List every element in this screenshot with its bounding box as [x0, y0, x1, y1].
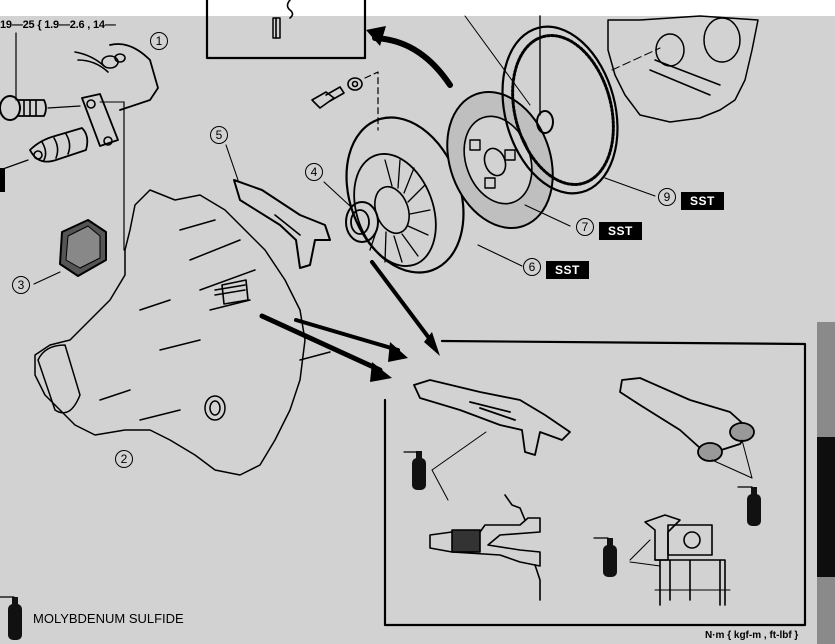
- callout-4: 4: [305, 163, 323, 181]
- grease-can-icon: [403, 451, 426, 490]
- torque-spec: 19—25 { 1.9—2.6 , 14—: [0, 19, 116, 31]
- callout-5: 5: [210, 126, 228, 144]
- sst-label-9: SST: [681, 192, 724, 210]
- legend-text: MOLYBDENUM SULFIDE: [33, 611, 184, 626]
- flywheel: [464, 15, 656, 197]
- transaxle: [34, 189, 331, 476]
- sst-label-6: SST: [546, 261, 589, 279]
- callout-1: 1: [150, 32, 168, 50]
- units-label: N·m { kgf-m , ft-lbf }: [705, 630, 799, 641]
- grease-can-icon: [737, 486, 761, 526]
- release-cylinder: [74, 43, 159, 251]
- release-bearing: [323, 181, 379, 243]
- inset-fork-a: [413, 379, 571, 501]
- clutch-cover: [345, 116, 523, 274]
- service-cover: [33, 219, 107, 285]
- callout-2: 2: [115, 450, 133, 468]
- curved-arrow: [366, 26, 453, 88]
- callout-6: 6: [523, 258, 541, 276]
- inset-fork-b: [619, 377, 755, 479]
- callout-9: 9: [658, 188, 676, 206]
- inset-bearing-section-a: [429, 494, 541, 601]
- sst-label-7: SST: [599, 222, 642, 240]
- top-inset-box: [205, 0, 367, 60]
- inset-arrows: [259, 260, 440, 382]
- top-white-strip: [0, 0, 835, 16]
- callout-7: 7: [576, 218, 594, 236]
- grease-can-icon: [593, 537, 617, 577]
- release-fork: [225, 144, 331, 269]
- callout-3: 3: [12, 276, 30, 294]
- scrollbar-thumb[interactable]: [817, 437, 835, 577]
- bolt-and-washer: [311, 71, 379, 131]
- scrollbar[interactable]: [817, 322, 835, 644]
- end-plate: [607, 15, 759, 123]
- legend-grease-can-icon: [0, 596, 22, 640]
- inset-bearing-section-b: [629, 514, 731, 606]
- pushrod-boot: [0, 127, 89, 192]
- clutch-disc: [446, 91, 571, 229]
- detail-inset-box: [383, 339, 807, 627]
- mounting-bolt: [0, 32, 81, 121]
